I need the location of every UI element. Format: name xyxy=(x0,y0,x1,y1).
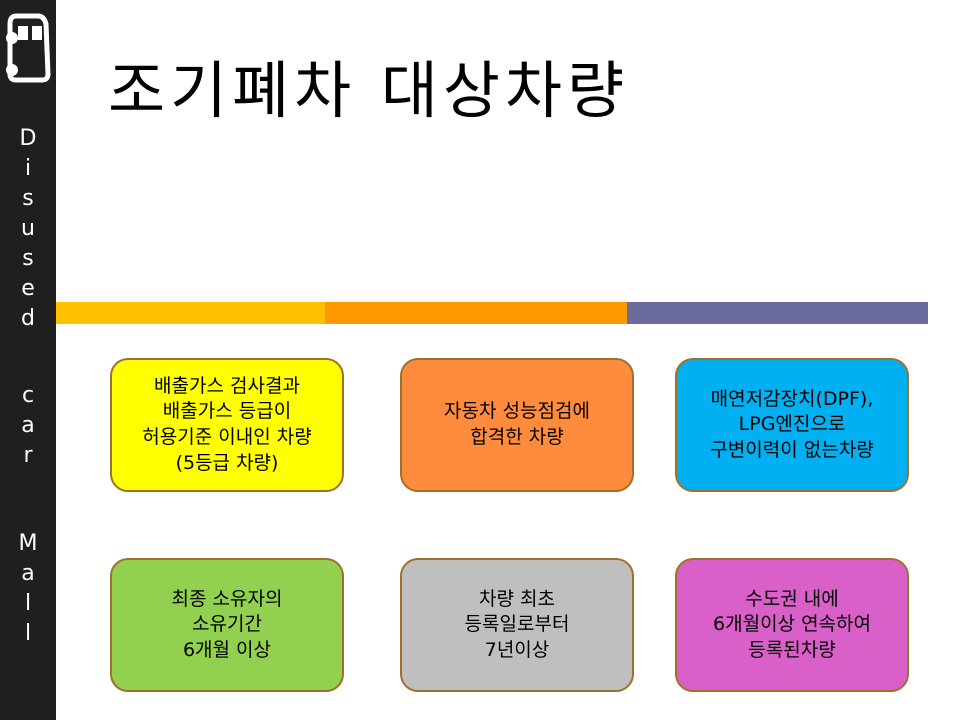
sidebar: D i s u s e d c a r M a l l xyxy=(0,0,56,720)
divider-bar-orange xyxy=(325,302,627,324)
vertical-word-disused: D i s u s e d xyxy=(19,126,37,331)
divider-bar-yellow xyxy=(56,302,325,324)
criteria-box-dpf: 매연저감장치(DPF), LPG엔진으로 구변이력이 없는차량 xyxy=(675,358,909,492)
page-title: 조기폐차 대상차량 xyxy=(108,54,630,127)
vertical-word-car: c a r xyxy=(21,383,35,468)
criteria-box-performance: 자동차 성능점검에 합격한 차량 xyxy=(400,358,634,492)
criteria-box-registration-age: 차량 최초 등록일로부터 7년이상 xyxy=(400,558,634,692)
criteria-box-metro-registration: 수도권 내에 6개월이상 연속하여 등록된차량 xyxy=(675,558,909,692)
criteria-box-ownership: 최종 소유자의 소유기간 6개월 이상 xyxy=(110,558,344,692)
car-icon xyxy=(6,13,51,83)
divider-bar-purple xyxy=(627,302,928,324)
criteria-box-emission: 배출가스 검사결과 배출가스 등급이 허용기준 이내인 차량 (5등급 차량) xyxy=(110,358,344,492)
vertical-word-mall: M a l l xyxy=(18,531,38,646)
